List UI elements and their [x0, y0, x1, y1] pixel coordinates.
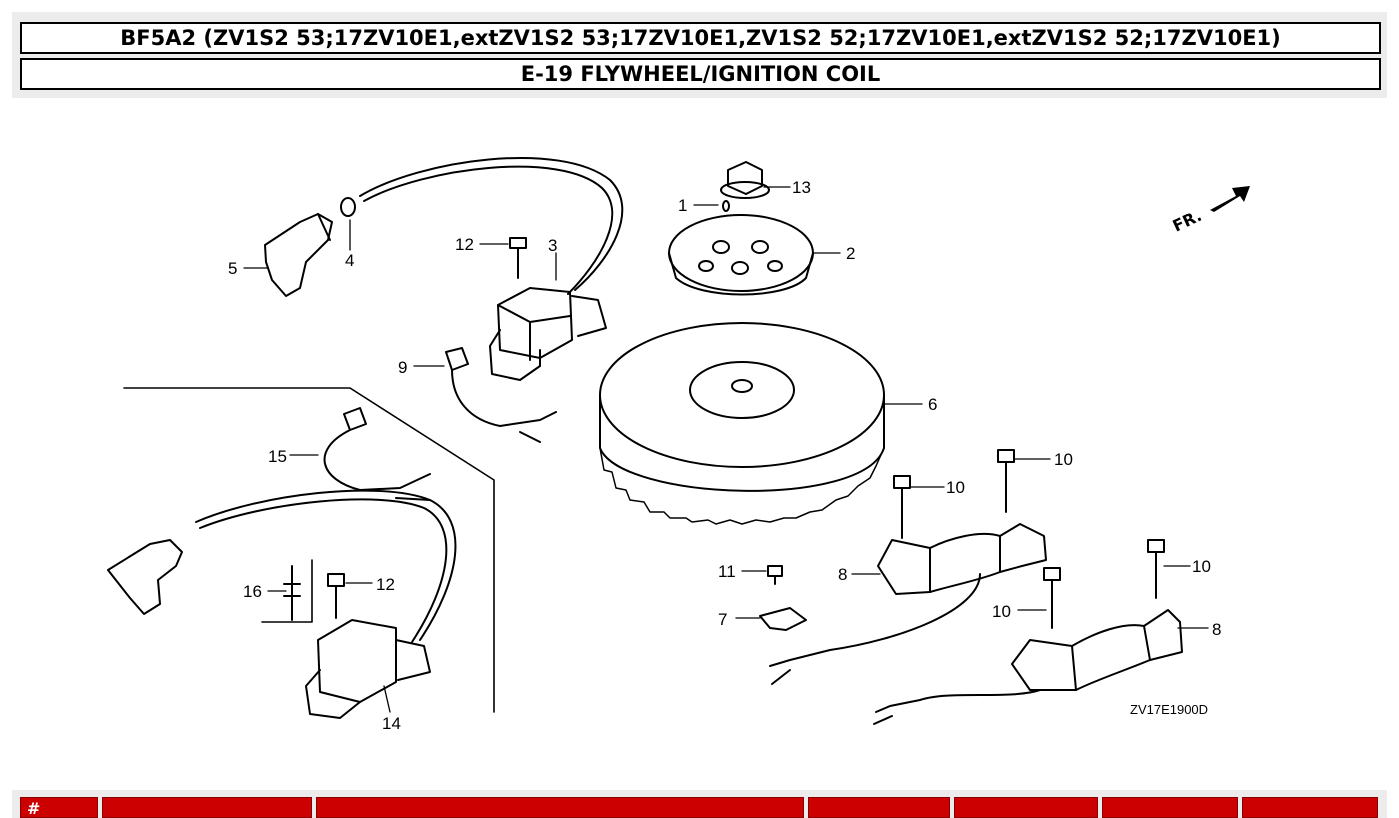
ground-wire-15 — [323, 407, 431, 491]
hv-cable-upper — [359, 157, 624, 291]
callout-15: 15 — [268, 447, 287, 466]
bolt-10-d — [1147, 539, 1165, 599]
flywheel-6 — [599, 322, 885, 468]
bolt-10-b — [997, 449, 1015, 513]
drawing-code: ZV17E1900D — [1130, 702, 1208, 717]
callout-14: 14 — [382, 714, 401, 733]
section-title: E-19 FLYWHEEL/IGNITION COIL — [20, 58, 1381, 90]
callout-10b: 10 — [1054, 450, 1073, 469]
flywheel-nut-13 — [727, 161, 763, 195]
bolt-11 — [767, 565, 783, 585]
washer-4 — [340, 197, 356, 217]
callout-5: 5 — [228, 259, 237, 278]
callout-2: 2 — [846, 244, 855, 263]
parts-table-header: # — [12, 790, 1387, 818]
column-header-2 — [102, 797, 312, 818]
charge-coil-8-b — [1011, 639, 1077, 691]
callout-8b: 8 — [1212, 620, 1221, 639]
callout-4: 4 — [345, 251, 354, 270]
header-panel: BF5A2 (ZV1S2 53;17ZV10E1,extZV1S2 53;17Z… — [12, 12, 1387, 98]
callout-11: 11 — [718, 562, 736, 581]
charge-coil-8-a — [877, 539, 931, 595]
parts-diagram: FR. 1 2 3 4 5 6 7 8 8 9 10 10 10 10 11 1… — [107, 157, 1250, 733]
callout-12b: 12 — [376, 575, 395, 594]
column-header-ref: # — [20, 797, 98, 818]
callout-8a: 8 — [838, 565, 847, 584]
column-header-4 — [808, 797, 950, 818]
column-header-3 — [316, 797, 804, 818]
column-header-6 — [1102, 797, 1238, 818]
callout-10d: 10 — [1192, 557, 1211, 576]
callout-1: 1 — [678, 196, 687, 215]
starter-pulley-2 — [668, 214, 814, 292]
wire-clip-7 — [759, 607, 807, 631]
stud-16 — [283, 565, 301, 621]
callout-13: 13 — [792, 178, 811, 197]
bolt-12-upper — [509, 237, 527, 279]
callout-10a: 10 — [946, 478, 965, 497]
column-header-5 — [954, 797, 1098, 818]
bolt-10-a — [893, 475, 911, 539]
ignition-coil-upper — [497, 287, 573, 359]
woodruff-key-1 — [722, 200, 730, 212]
callout-9: 9 — [398, 358, 407, 377]
spark-plug-cap-lower — [107, 539, 183, 615]
callout-10c: 10 — [992, 602, 1011, 621]
bolt-12-lower — [327, 573, 345, 619]
model-title: BF5A2 (ZV1S2 53;17ZV10E1,extZV1S2 53;17Z… — [20, 22, 1381, 54]
callout-6: 6 — [928, 395, 937, 414]
column-header-7 — [1242, 797, 1378, 818]
callout-12a: 12 — [455, 235, 474, 254]
callout-3: 3 — [548, 236, 557, 255]
hv-cable-lower — [195, 489, 457, 641]
callout-16: 16 — [243, 582, 262, 601]
ground-wire-9 — [445, 347, 557, 427]
front-label: FR. — [1170, 206, 1205, 236]
bolt-10-c — [1043, 567, 1061, 629]
front-direction-arrow: FR. — [1170, 186, 1250, 236]
callout-7: 7 — [718, 610, 727, 629]
spark-plug-cap-upper — [264, 213, 333, 297]
ignition-coil-lower — [317, 619, 397, 703]
